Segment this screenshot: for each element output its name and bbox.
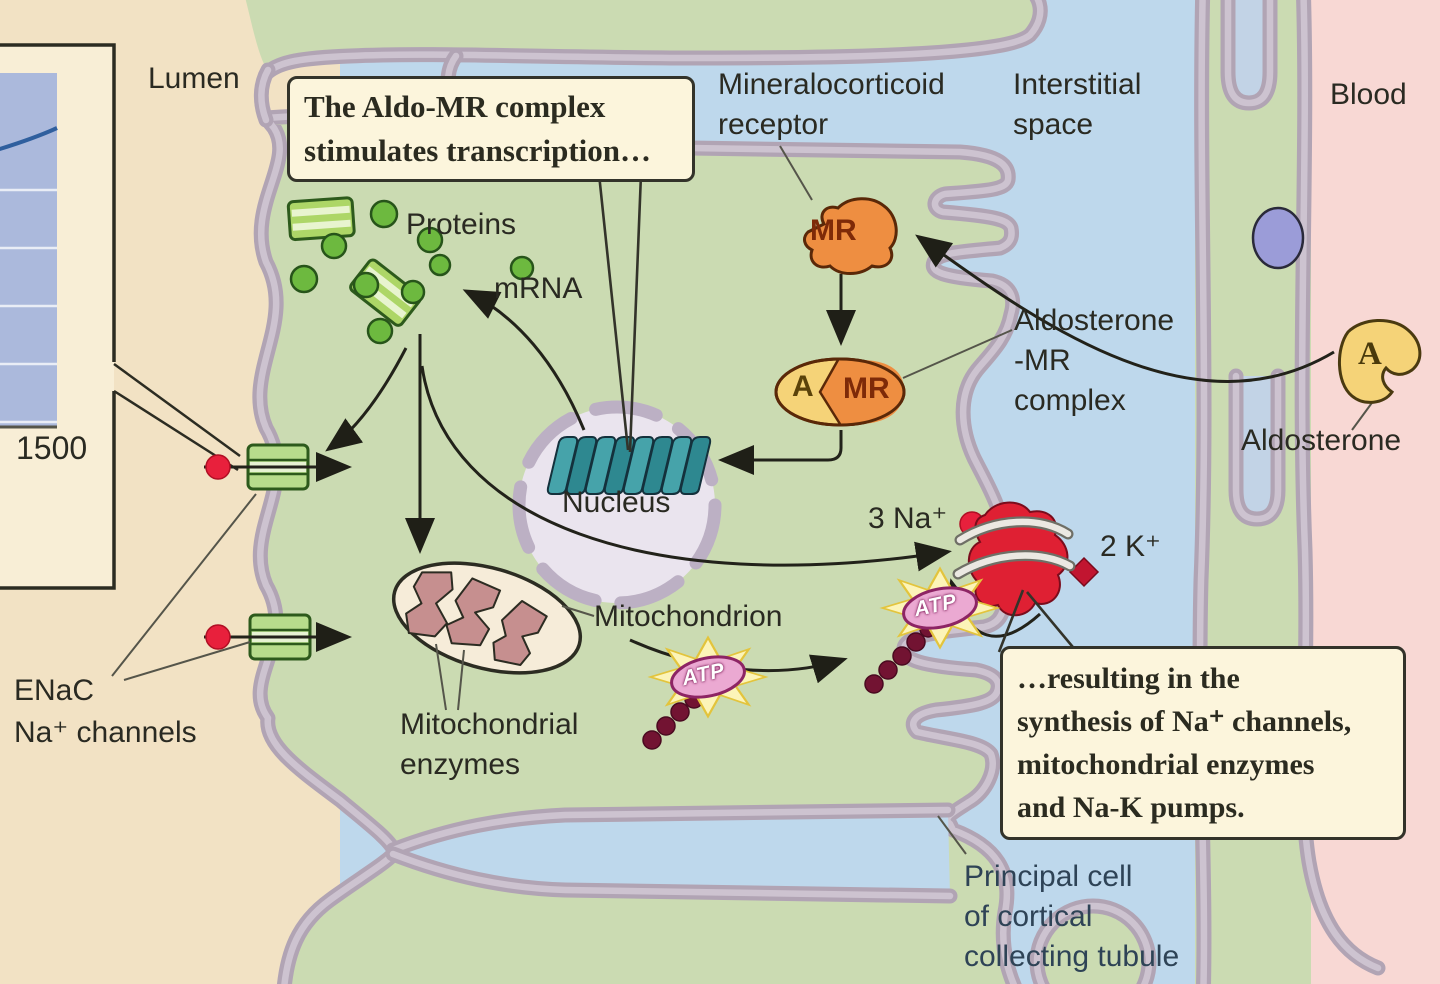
- callout-transcription-line2: stimulates transcription…: [304, 133, 652, 168]
- callout-result-line4: and Na-K pumps.: [1017, 791, 1245, 824]
- mitochondrion-shape: [391, 561, 583, 675]
- label-principal-1: Principal cell: [964, 860, 1133, 893]
- mr-receptor: [803, 197, 898, 275]
- endothelial-nucleus: [1251, 206, 1305, 270]
- label-mitochondrion: Mitochondrion: [594, 600, 783, 633]
- label-proteins: Proteins: [406, 208, 517, 241]
- label-lumen: Lumen: [148, 62, 240, 95]
- arrow-proteins-to-channel: [325, 347, 408, 452]
- label-interstitial-2: space: [1013, 108, 1094, 141]
- arrow-complex-to-nucleus: [718, 430, 843, 475]
- aldosterone-a-letter: A: [1358, 336, 1382, 372]
- label-aldo-mr-3: complex: [1014, 384, 1126, 417]
- label-aldosterone: Aldosterone: [1241, 424, 1402, 457]
- atp-1: [642, 636, 768, 750]
- label-mrna: mRNA: [494, 272, 583, 305]
- label-3na: 3 Na⁺: [868, 502, 948, 535]
- callout-transcription-line1: The Aldo-MR complex: [304, 89, 606, 124]
- chart-line: [0, 126, 58, 152]
- label-aldo-mr-2: -MR: [1014, 344, 1071, 377]
- protein-cluster: [286, 196, 535, 345]
- label-blood: Blood: [1330, 78, 1407, 111]
- na-k-pump: [952, 501, 1076, 617]
- basal-infolding-scallop: [1029, 898, 1157, 984]
- callout-stems: [597, 173, 1078, 653]
- arrow-aldosterone-to-mr: [915, 234, 1335, 383]
- atp-2: [864, 567, 1000, 694]
- callout-transcription: The Aldo-MR complex stimulates transcrip…: [287, 76, 695, 182]
- protein-cylinder: [286, 196, 356, 242]
- nucleus-shape: [512, 400, 722, 610]
- label-mito-enzymes-2: enzymes: [400, 748, 521, 781]
- na-ion-dot: [205, 624, 231, 650]
- label-mineralocorticoid-2: receptor: [718, 108, 829, 141]
- label-2k: 2 K⁺: [1100, 530, 1161, 563]
- chart-plot-area: [0, 73, 57, 427]
- flow-arrows: [204, 234, 1335, 684]
- arrow-mrna-to-proteins: [462, 289, 586, 431]
- callout-result-line2: synthesis of Na⁺ channels,: [1017, 705, 1352, 738]
- label-enac-1: ENaC: [14, 674, 95, 707]
- chart-inset: [0, 43, 241, 590]
- label-nucleus: Nucleus: [562, 486, 671, 519]
- pointer-lines: [111, 145, 1375, 855]
- arrow-proteins-to-pump: [420, 365, 952, 572]
- label-mineralocorticoid-1: Mineralocorticoid: [718, 68, 945, 101]
- label-aldo-mr-1: Aldosterone: [1014, 304, 1175, 337]
- label-enac-2: Na⁺ channels: [14, 716, 197, 749]
- label-principal-3: collecting tubule: [964, 940, 1180, 973]
- aldosterone-molecule: [1337, 318, 1422, 404]
- dna-helix: [546, 436, 712, 495]
- mr-letter: MR: [810, 214, 857, 247]
- na-ion-dot: [205, 454, 231, 480]
- amr-mr-letter: MR: [843, 372, 890, 405]
- callout-result-line1: …resulting in the: [1017, 662, 1240, 695]
- aldo-mr-complex: [774, 357, 906, 427]
- callout-result: …resulting in the synthesis of Na⁺ chann…: [1000, 646, 1406, 840]
- label-principal-2: of cortical: [964, 900, 1093, 933]
- protein-granules: [289, 199, 535, 345]
- label-mito-enzymes-1: Mitochondrial: [400, 708, 579, 741]
- callout-result-line3: mitochondrial enzymes: [1017, 748, 1315, 781]
- amr-a-letter: A: [792, 370, 814, 403]
- chart-tick-1500: 1500: [16, 430, 88, 466]
- intercellular-space-wedge: [393, 810, 950, 896]
- label-interstitial-1: Interstitial: [1013, 68, 1142, 101]
